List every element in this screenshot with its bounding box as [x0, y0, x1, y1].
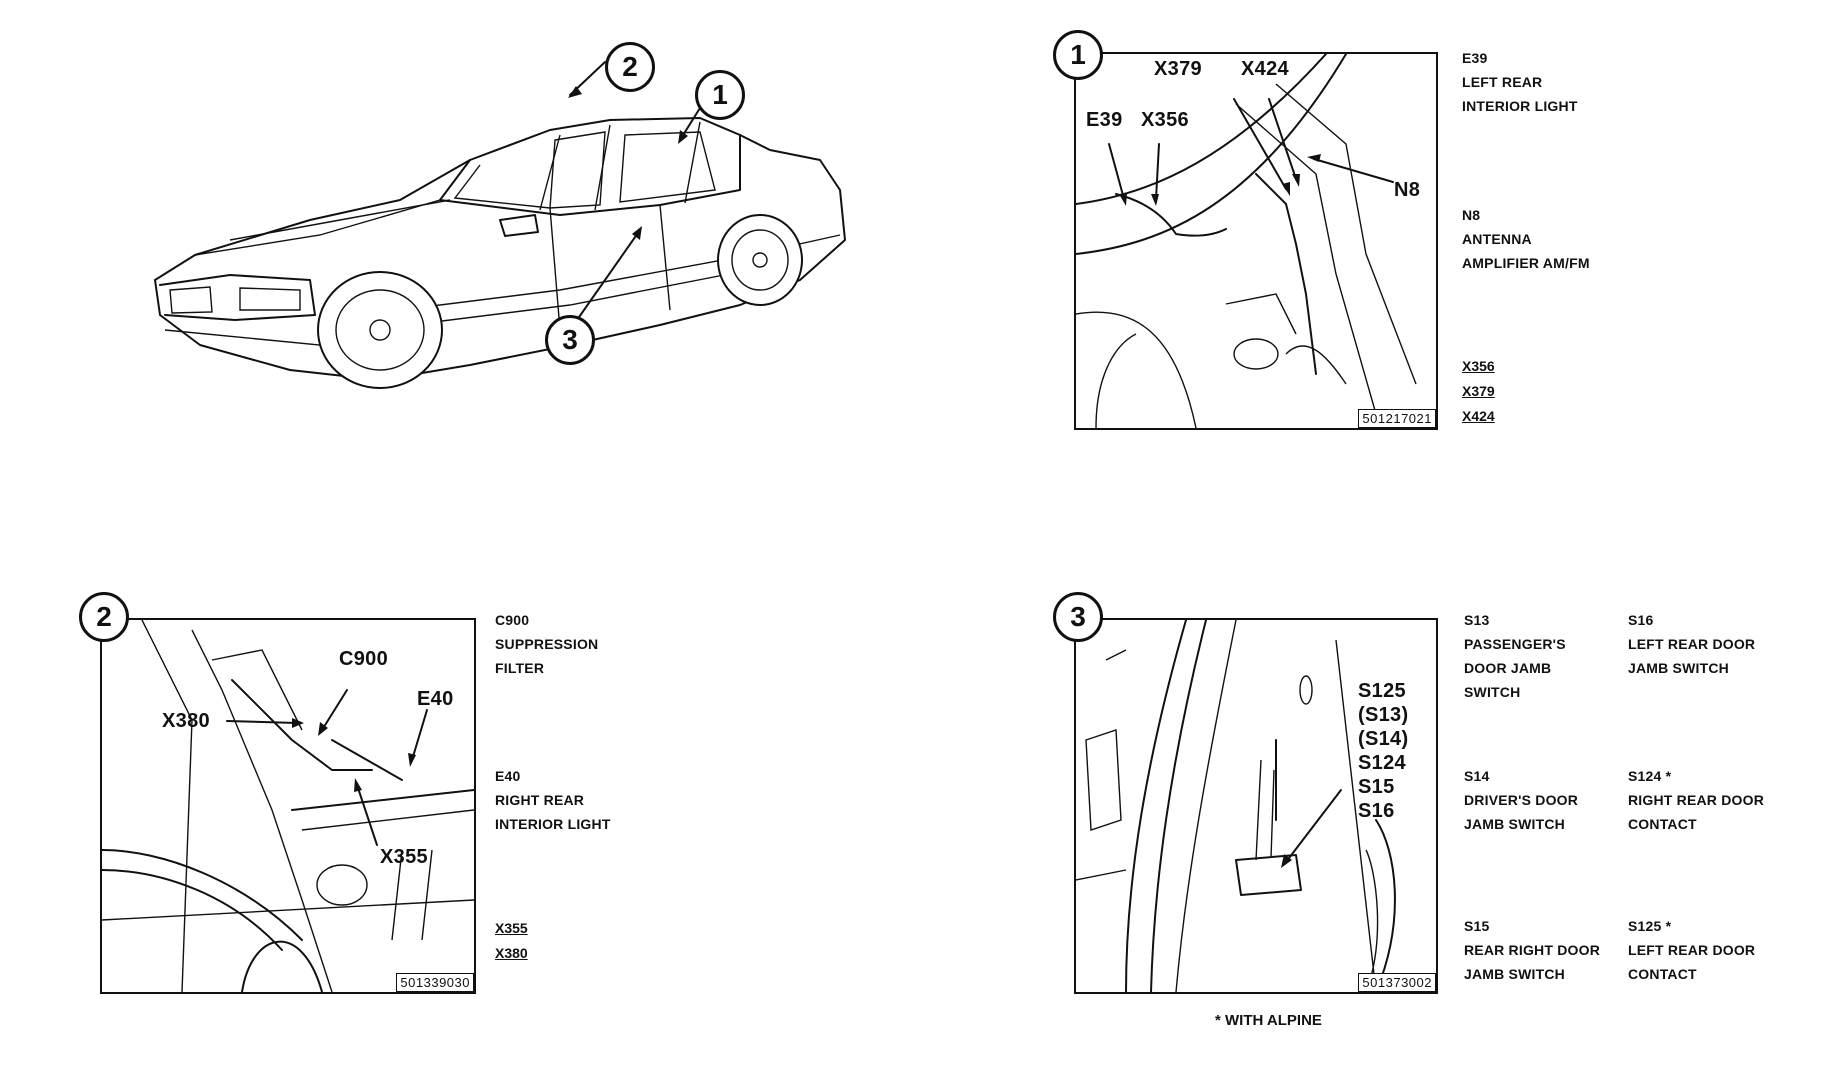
legend-s14-code: S14	[1464, 768, 1490, 784]
callout-x356: X356	[1141, 109, 1189, 131]
callout-s13: (S13)	[1358, 704, 1409, 726]
figure-code: 501339030	[396, 973, 474, 992]
panel-2: C900 X380 E40 X355 501339030	[100, 618, 476, 994]
connector-x424: X424	[1462, 408, 1495, 424]
callout-e39: E39	[1086, 109, 1123, 131]
legend-s14-text: DRIVER'S DOOR JAMB SWITCH	[1464, 792, 1579, 832]
panel-1-drawing	[1076, 54, 1417, 428]
panel-3-number: 3	[1053, 592, 1103, 642]
legend-s125-code: S125 *	[1628, 918, 1672, 934]
legend-s13-code: S13	[1464, 612, 1490, 628]
legend-e40-code: E40	[495, 768, 521, 784]
legend-s16-text: LEFT REAR DOOR JAMB SWITCH	[1628, 636, 1756, 676]
callout-x380: X380	[162, 710, 210, 732]
callout-e40: E40	[417, 688, 454, 710]
callout-x355: X355	[380, 846, 428, 868]
callout-x379: X379	[1154, 58, 1202, 80]
legend-c900-code: C900	[495, 612, 530, 628]
footnote: * WITH ALPINE	[1215, 1012, 1322, 1029]
panel-3-drawing	[1076, 620, 1396, 992]
callout-n8: N8	[1394, 179, 1421, 201]
connector-x356: X356	[1462, 358, 1495, 374]
connector-x379: X379	[1462, 383, 1495, 399]
callout-s124: S124	[1358, 752, 1406, 774]
car-drawing	[154, 61, 846, 389]
callout-s15: S15	[1358, 776, 1395, 798]
legend-e40-text: RIGHT REAR INTERIOR LIGHT	[495, 792, 611, 832]
callout-s14: (S14)	[1358, 728, 1409, 750]
connector-x380: X380	[495, 945, 528, 961]
connector-x355: X355	[495, 920, 528, 936]
legend-e39-text: LEFT REAR INTERIOR LIGHT	[1462, 74, 1578, 114]
callout-1: 1	[695, 70, 745, 120]
legend-n8-text: ANTENNA AMPLIFIER AM/FM	[1462, 231, 1590, 271]
legend-s15-text: REAR RIGHT DOOR JAMB SWITCH	[1464, 942, 1600, 982]
callout-3: 3	[545, 315, 595, 365]
legend-n8-code: N8	[1462, 207, 1481, 223]
legend-s125-text: LEFT REAR DOOR CONTACT	[1628, 942, 1756, 982]
legend-c900-text: SUPPRESSION FILTER	[495, 636, 599, 676]
panel-3: S125 (S13) (S14) S124 S15 S16 501373002	[1074, 618, 1438, 994]
car-overview: 2 1 3	[140, 40, 860, 460]
panel-2-drawing	[102, 620, 474, 992]
legend-s124-code: S124 *	[1628, 768, 1672, 784]
panel-2-number: 2	[79, 592, 129, 642]
callout-s16: S16	[1358, 800, 1395, 822]
panel-1-number: 1	[1053, 30, 1103, 80]
legend-s13-text: PASSENGER'S DOOR JAMB SWITCH	[1464, 636, 1566, 700]
callout-c900: C900	[339, 648, 389, 670]
callout-s125: S125	[1358, 680, 1406, 702]
legend-s124-text: RIGHT REAR DOOR CONTACT	[1628, 792, 1764, 832]
callout-x424: X424	[1241, 58, 1289, 80]
legend-s16-code: S16	[1628, 612, 1654, 628]
figure-code: 501373002	[1358, 973, 1436, 992]
panel-1: X379 X424 E39 X356 N8 501217021	[1074, 52, 1438, 430]
figure-code: 501217021	[1358, 409, 1436, 428]
legend-e39-code: E39	[1462, 50, 1488, 66]
callout-2: 2	[605, 42, 655, 92]
legend-s15-code: S15	[1464, 918, 1490, 934]
